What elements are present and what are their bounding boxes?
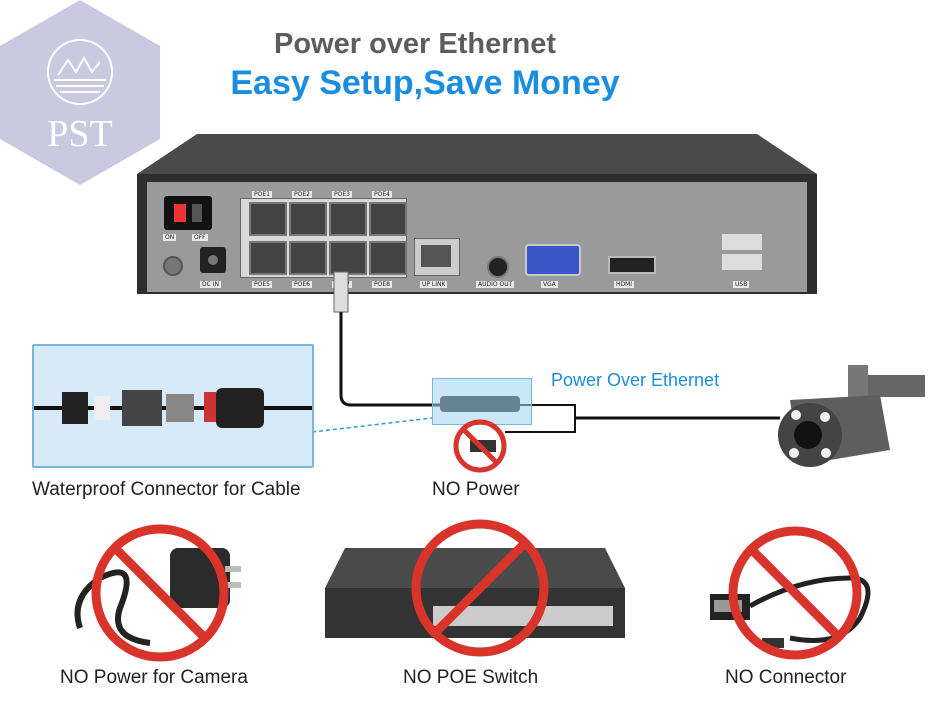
poe2-port[interactable] [289,202,327,236]
dc-in-label: DC IN [200,281,221,288]
hdmi-label: HDMI [614,281,635,288]
port-label-poe1: POE1 [252,191,272,198]
no-power-caption: NO Power [432,479,520,500]
logo: PST [0,0,160,185]
poe6-port[interactable] [289,241,327,275]
waterproof-caption: Waterproof Connector for Cable [32,479,301,500]
uplink-port[interactable] [414,238,460,276]
switch-on-label: ON [163,234,177,241]
poe1-port[interactable] [249,202,287,236]
usb-label: USB [733,281,750,288]
switch-off-label: OFF [192,234,208,241]
connector-highlight [432,378,532,425]
port-label-poe2: POE2 [292,191,312,198]
audio-out-port[interactable] [487,256,509,278]
power-adapter-prohibit [60,518,260,668]
usb-port-bottom[interactable] [720,252,764,272]
hdmi-port[interactable] [608,256,656,274]
poe-label: Power Over Ethernet [551,370,720,390]
usb-port-top[interactable] [720,232,764,252]
power-switch[interactable] [164,196,212,230]
audio-out-label: AUDIO OUT [476,281,515,288]
no-power-camera-caption: NO Power for Camera [60,667,248,688]
poe8-port[interactable] [369,241,407,275]
uplink-label: UP LINK [420,281,448,288]
connector-prohibit [700,518,900,668]
poe3-port[interactable] [329,202,367,236]
mountain-icon [47,39,113,105]
poe5-port[interactable] [249,241,287,275]
port-label-poe6: POE6 [292,281,312,288]
poe-switch-prohibit [315,518,635,668]
vga-port[interactable] [525,244,581,276]
waterproof-callout [32,344,314,468]
logo-text: PST [47,113,113,155]
no-connector-caption: NO Connector [725,667,847,688]
poe4-port[interactable] [369,202,407,236]
no-power-prohibit-icon [452,418,508,474]
port-label-poe3: POE3 [332,191,352,198]
port-label-poe4: POE4 [372,191,392,198]
ip-camera [770,355,930,480]
page-title: Power over Ethernet [273,28,557,60]
page-subtitle: Easy Setup,Save Money [230,64,620,102]
port-label-poe5: POE5 [252,281,272,288]
ground-screw-icon [163,256,183,276]
dc-in-port[interactable] [200,247,226,273]
vga-label: VGA [541,281,558,288]
no-poe-switch-caption: NO POE Switch [403,667,539,688]
port-label-poe8: POE8 [372,281,392,288]
